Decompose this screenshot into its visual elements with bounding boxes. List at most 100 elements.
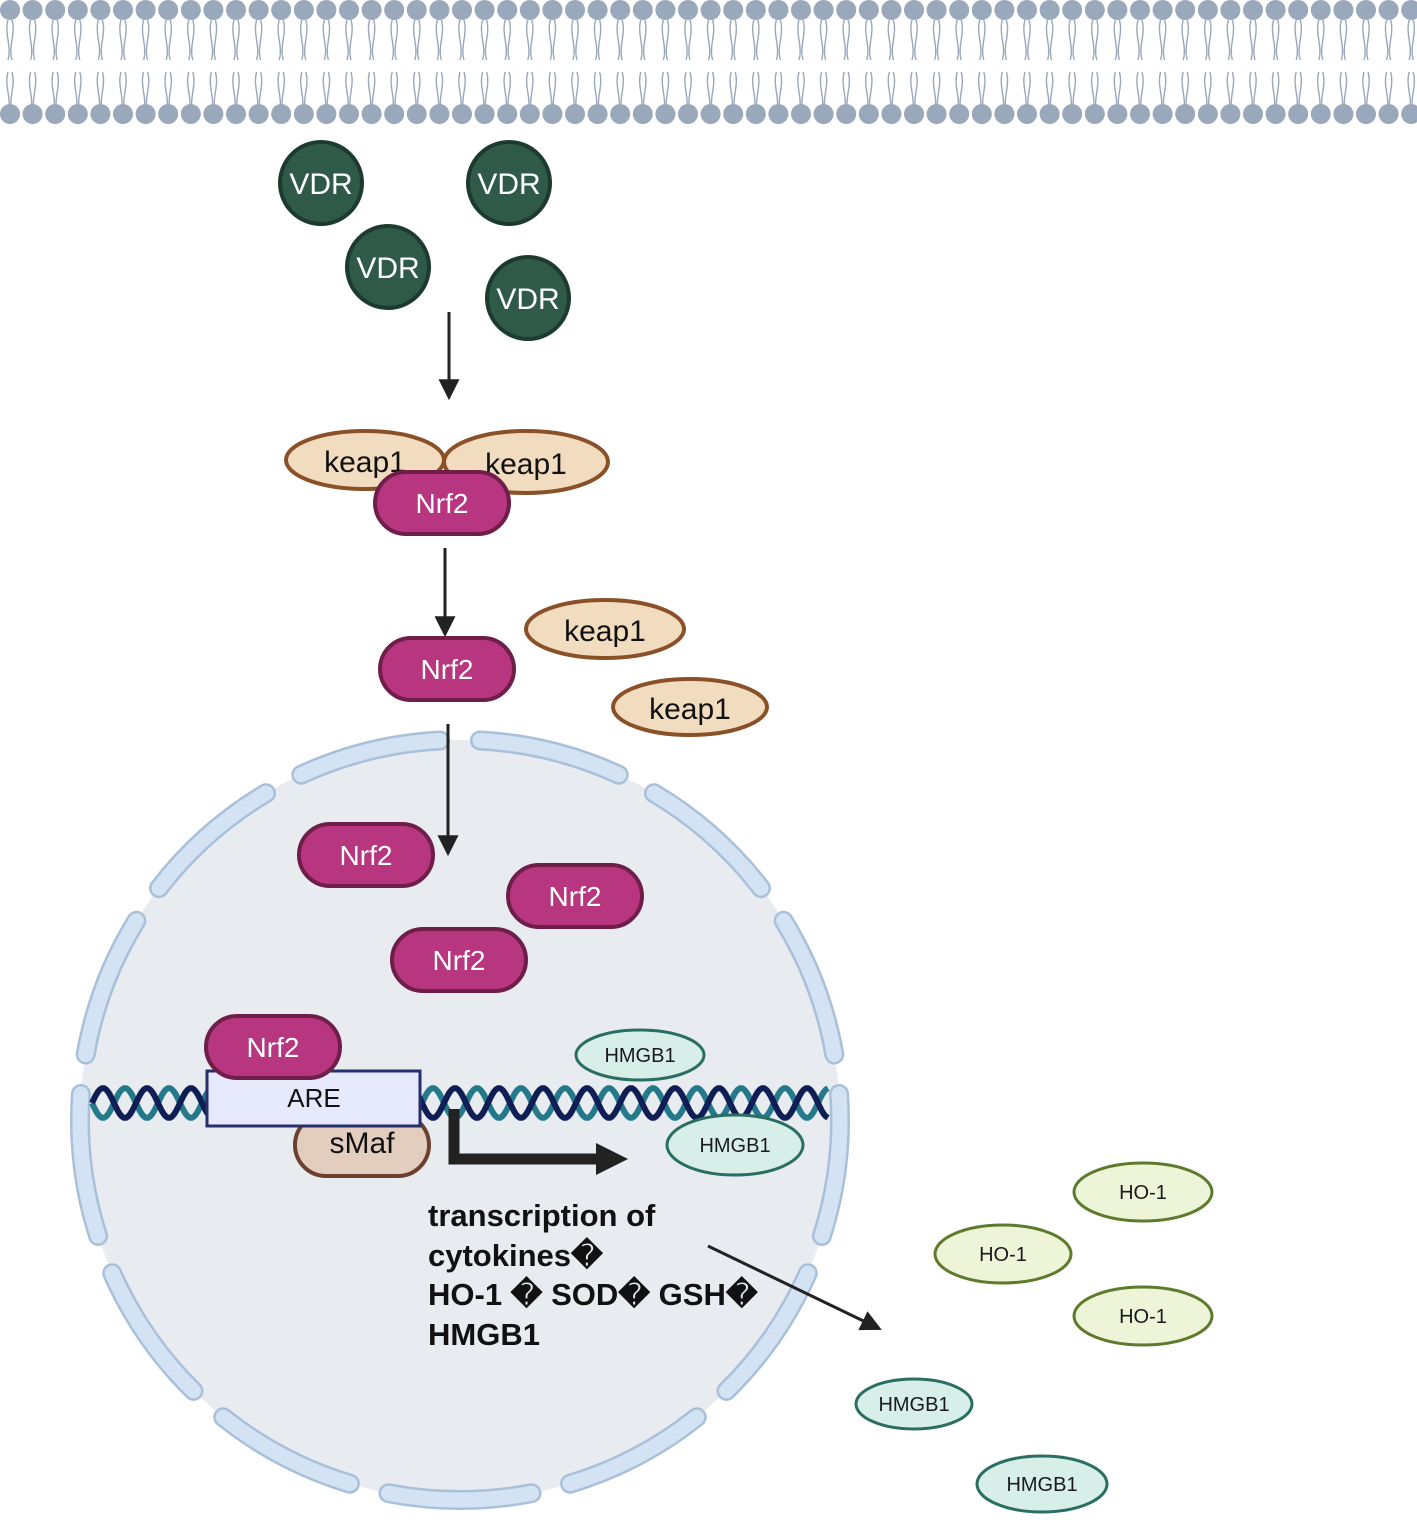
- lipid-tail: [684, 19, 692, 113]
- lipid-head: [113, 0, 133, 20]
- lipid-tail: [1294, 19, 1303, 113]
- lipid-tail: [96, 19, 105, 113]
- lipid-head: [768, 0, 789, 20]
- lipid-tail: [1045, 19, 1054, 113]
- keap1-free-protein: [611, 677, 769, 737]
- are-complex: sMaf ARE Nrf2: [204, 1014, 431, 1178]
- lipid-head: [429, 104, 450, 124]
- lipid-head: [1356, 0, 1376, 20]
- lipid-head: [610, 0, 631, 20]
- lipid-head: [339, 104, 359, 124]
- lipid-head: [339, 0, 359, 20]
- lipid-head: [180, 104, 201, 124]
- envelope-segment: [72, 1086, 106, 1244]
- lipid-head: [1310, 104, 1331, 124]
- hmgb1-protein: [574, 1028, 706, 1082]
- lipid-tail: [571, 19, 579, 113]
- transcription-caption: transcription of cytokines� HO-1 � SOD� …: [428, 1198, 759, 1352]
- caption-line: cytokines�: [428, 1236, 604, 1273]
- lipid-head: [1378, 0, 1399, 20]
- lipid-head: [226, 104, 246, 124]
- lipid-head: [271, 0, 292, 20]
- envelope-segment: [381, 1485, 539, 1508]
- lipid-tail: [119, 19, 127, 113]
- lipid-tail: [1384, 19, 1393, 113]
- lipid-head: [1062, 104, 1083, 124]
- envelope-segment: [78, 913, 144, 1062]
- lipid-tail: [1158, 19, 1167, 113]
- nrf2-protein: [373, 470, 511, 536]
- lipid-tail: [1407, 19, 1416, 113]
- lipid-tail: [661, 19, 670, 113]
- lipid-tail: [6, 19, 14, 113]
- lipid-head: [542, 0, 563, 20]
- nucleus: [70, 730, 850, 1510]
- lipid-head: [1175, 0, 1196, 20]
- nrf2-label: Nrf2: [416, 488, 469, 519]
- lipid-head: [180, 0, 201, 20]
- envelope-segment: [293, 733, 448, 783]
- lipid-head: [90, 104, 111, 124]
- hmgb1-protein: [665, 1113, 805, 1177]
- lipid-head: [994, 0, 1015, 20]
- lipid-head: [700, 0, 721, 20]
- lipid-head: [361, 104, 382, 124]
- lipid-head: [1378, 104, 1399, 124]
- lipid-head: [836, 104, 857, 124]
- nrf2-label: Nrf2: [433, 945, 486, 976]
- lipid-head: [926, 0, 947, 20]
- lipid-head: [949, 104, 970, 124]
- ho1-protein: [933, 1223, 1073, 1285]
- lipid-head: [158, 104, 179, 124]
- lipid-head: [22, 104, 43, 124]
- lipid-tail: [412, 19, 421, 113]
- lipid-head: [248, 104, 269, 124]
- lipid-tail: [1271, 19, 1280, 113]
- hmgb1-label: HMGB1: [604, 1045, 675, 1067]
- nrf2-protein: [390, 927, 528, 993]
- keap1-label: keap1: [649, 693, 731, 726]
- lipid-head: [1017, 104, 1037, 124]
- lipid-head: [542, 104, 563, 124]
- lipid-tail: [1181, 19, 1190, 113]
- hmgb1-protein: [854, 1377, 974, 1431]
- lipid-head: [474, 0, 495, 20]
- vdr-molecule: VDR: [485, 255, 571, 341]
- lipid-tail: [435, 19, 444, 113]
- vdr-label: VDR: [289, 168, 352, 201]
- envelope-segment: [215, 1409, 358, 1492]
- lipid-head: [519, 104, 540, 124]
- lipid-head: [745, 0, 766, 20]
- lipid-tail: [955, 19, 964, 113]
- caption-line: transcription of: [428, 1198, 656, 1233]
- caption-line: HO-1 � SOD� GSH�: [428, 1275, 759, 1312]
- lipid-tail: [1068, 19, 1077, 113]
- lipid-head: [723, 104, 744, 124]
- lipid-tail: [232, 19, 240, 113]
- lipid-head: [1130, 104, 1150, 124]
- lipid-head: [67, 104, 88, 124]
- nrf2-label: Nrf2: [549, 881, 602, 912]
- lipid-head: [1356, 104, 1376, 124]
- lipid-head: [497, 0, 518, 20]
- lipid-head: [610, 104, 631, 124]
- lipid-head: [248, 0, 269, 20]
- lipid-head: [949, 0, 970, 20]
- lipid-tail: [345, 19, 353, 113]
- lipid-tail: [458, 19, 466, 113]
- lipid-head: [1084, 0, 1105, 20]
- lipid-tail: [503, 19, 512, 113]
- lipid-head: [1175, 104, 1196, 124]
- lipid-head: [361, 0, 382, 20]
- vdr-label: VDR: [356, 252, 419, 285]
- lipid-tail: [28, 19, 37, 113]
- lipid-head: [1220, 104, 1241, 124]
- lipid-tail: [186, 19, 195, 113]
- lipid-tail: [254, 19, 263, 113]
- vdr-label: VDR: [477, 168, 540, 201]
- lipid-head: [565, 104, 585, 124]
- lipid-tail: [774, 19, 783, 113]
- lipid-head: [791, 104, 811, 124]
- lipid-head: [745, 104, 766, 124]
